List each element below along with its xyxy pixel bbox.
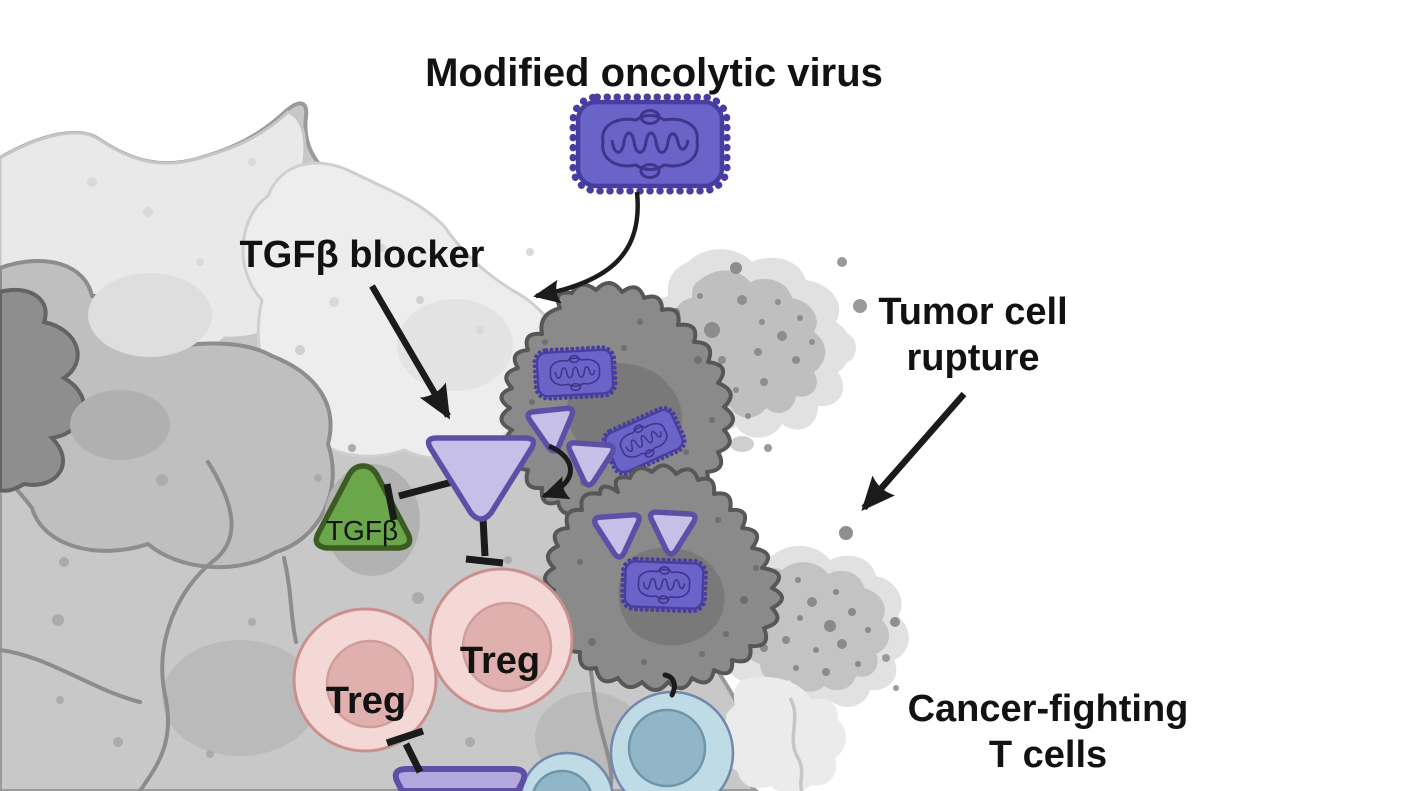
virus-delivery-arrow	[533, 191, 640, 304]
tgfb-blocker-label: TGFβ blocker	[240, 234, 485, 276]
svg-text:Cancer-fighting: Cancer-fighting	[908, 688, 1189, 730]
inhibition-tbar-treg-left	[385, 727, 425, 774]
virus-particle	[619, 556, 709, 614]
treg-right-label: Treg	[460, 640, 540, 682]
svg-text:rupture: rupture	[907, 337, 1040, 379]
tgfb-molecule-label: TGFβ	[326, 515, 398, 546]
infected-tumor-cell-1	[499, 281, 735, 524]
t-cells-label: Cancer-fighting T cells	[908, 688, 1189, 776]
svg-text:Tumor cell: Tumor cell	[878, 291, 1067, 333]
inhibition-tbar-tgfb	[383, 477, 457, 521]
speckles-light	[87, 158, 534, 355]
debris-smudge	[725, 677, 846, 791]
t-cell-left	[520, 751, 614, 791]
blocker-release-arrow	[541, 443, 573, 500]
svg-text:T cells: T cells	[989, 734, 1107, 776]
infected-tumor-cell-2	[543, 463, 784, 692]
virus-particle	[531, 344, 619, 402]
membrane-squiggle	[788, 697, 804, 791]
tgfb-molecule-triangle: TGFβ	[313, 463, 413, 551]
tumor-rupture-pointer-arrow	[861, 391, 967, 512]
treg-cell-left	[292, 607, 438, 753]
treg-left-label: Treg	[326, 680, 406, 722]
inhibition-tbar-treg-right	[465, 517, 504, 567]
tumor-rupture-label: Tumor cell rupture	[878, 291, 1067, 379]
cell-boundaries	[0, 460, 614, 791]
tgfb-blocker-partial	[392, 766, 528, 791]
hidden-tbar-mark	[662, 672, 677, 698]
tgfb-blocker-pointer-arrow	[369, 284, 451, 420]
diagram-title: Modified oncolytic virus	[425, 51, 883, 95]
treg-cell-right	[428, 567, 574, 713]
modified-oncolytic-virus-icon	[573, 97, 727, 191]
